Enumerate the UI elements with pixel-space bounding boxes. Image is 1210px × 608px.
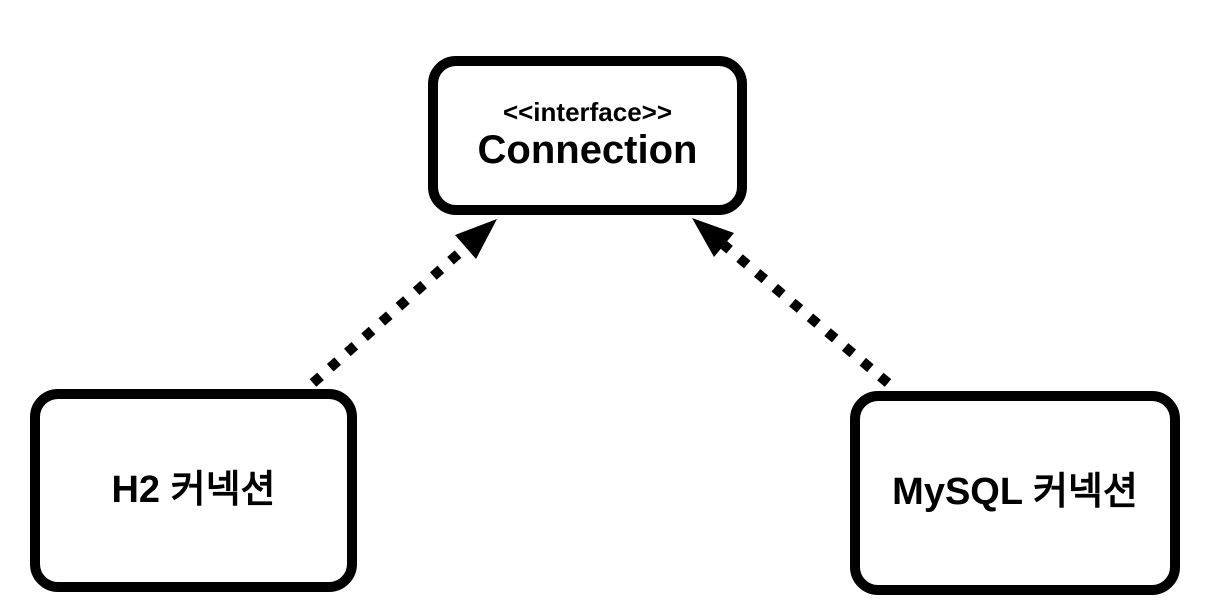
mysql-node-label: MySQL 커넥션 [892, 471, 1138, 514]
dotted-line-mysql [720, 241, 892, 387]
interface-stereotype-label: <<interface>> [502, 96, 673, 127]
arrowhead-mysql [692, 218, 734, 257]
edge-h2-to-connection [309, 219, 497, 387]
arrowhead-h2 [455, 219, 497, 259]
edge-mysql-to-connection [692, 218, 892, 387]
dotted-line-h2 [309, 243, 470, 387]
node-h2-connection: H2 커넥션 [30, 389, 357, 592]
node-connection-interface: <<interface>> Connection [428, 56, 747, 215]
node-mysql-connection: MySQL 커넥션 [850, 391, 1180, 595]
interface-name-label: Connection [477, 128, 698, 173]
h2-node-label: H2 커넥션 [111, 468, 276, 511]
